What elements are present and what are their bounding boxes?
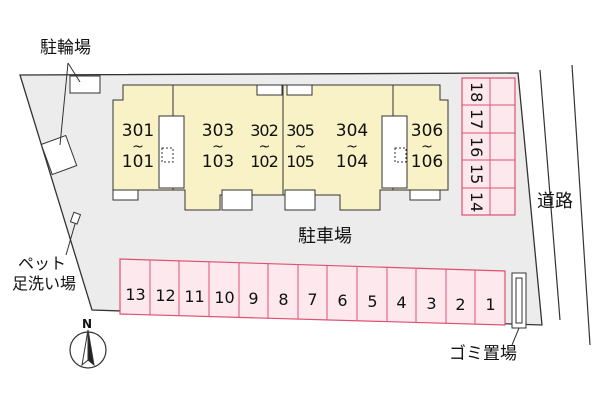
parking-space-number: 6 <box>337 291 348 310</box>
parking-space-number: 4 <box>396 293 407 312</box>
unit-label-305-105: 305 ~ 105 <box>283 123 317 171</box>
unit-lower: 106 <box>410 152 444 172</box>
unit-sep: ~ <box>421 139 433 155</box>
bicycle-shed-top <box>69 75 101 94</box>
garbage-leader <box>511 327 520 346</box>
bicycle-parking-label: 駐輪場 <box>40 38 91 58</box>
recess-left <box>158 115 185 189</box>
parking-space-number: 14 <box>467 192 486 213</box>
parking-space-number: 8 <box>278 290 289 309</box>
roof-box-1 <box>256 84 283 96</box>
compass-icon <box>69 329 107 369</box>
pet-wash-box <box>69 211 82 225</box>
unit-sep: ~ <box>212 139 224 155</box>
parking-space-number: 9 <box>248 289 259 308</box>
dash-box-left <box>161 147 174 163</box>
bicycle-leader-top <box>67 62 81 83</box>
unit-label-302-102: 302 ~ 102 <box>247 123 281 171</box>
road-line-right <box>571 64 591 346</box>
unit-upper: 301 <box>121 121 155 141</box>
parking-space-number: 16 <box>467 137 486 158</box>
bicycle-shed-side <box>40 134 78 176</box>
unit-upper: 302 <box>250 121 279 140</box>
unit-lower: 105 <box>286 152 315 171</box>
unit-sep: ~ <box>294 139 307 155</box>
garbage-label: ゴミ置場 <box>449 344 517 364</box>
parking-dividers-right <box>462 78 515 215</box>
parking-space-number: 5 <box>367 292 378 311</box>
garbage-inner <box>515 277 523 324</box>
parking-row-bottom <box>119 258 506 326</box>
unit-upper: 303 <box>201 121 235 141</box>
unit-sep: ~ <box>346 139 358 155</box>
parking-space-number: 13 <box>125 285 146 304</box>
north-label: N <box>82 317 93 331</box>
unit-lower: 103 <box>201 152 235 172</box>
step-3 <box>284 189 316 211</box>
pet-wash-label-line2: 足洗い場 <box>12 274 77 293</box>
unit-label-301-101: 301 ~ 101 <box>116 123 160 171</box>
parking-space-number: 7 <box>307 290 318 309</box>
step-2 <box>221 189 253 211</box>
dash-box-right <box>394 147 407 163</box>
road-line-left <box>539 69 561 321</box>
step-1 <box>112 189 139 201</box>
parking-dividers-bottom <box>149 260 476 324</box>
bicycle-leader <box>59 62 69 146</box>
step-4 <box>409 189 441 201</box>
unit-lower: 101 <box>121 152 155 172</box>
unit-upper: 305 <box>286 121 315 140</box>
parking-space-number: 11 <box>184 287 205 306</box>
pet-wash-label-line1: ペット <box>18 254 67 273</box>
parking-space-number: 2 <box>455 295 466 314</box>
unit-lower: 104 <box>335 152 369 172</box>
pet-wash-leader <box>65 223 76 256</box>
unit-label-304-104: 304 ~ 104 <box>330 123 374 171</box>
roof-box-2 <box>286 84 313 96</box>
unit-sep: ~ <box>258 139 271 155</box>
parking-space-number: 17 <box>467 109 486 130</box>
unit-label-303-103: 303 ~ 103 <box>196 123 240 171</box>
road-label: 道路 <box>537 191 573 212</box>
parking-space-number: 15 <box>467 164 486 185</box>
parking-row-right <box>461 77 516 216</box>
parking-space-number: 3 <box>426 294 437 313</box>
unit-upper: 304 <box>335 121 369 141</box>
unit-upper: 306 <box>410 121 444 141</box>
parking-lot-label: 駐車場 <box>298 226 352 247</box>
parking-space-number: 1 <box>485 295 496 314</box>
parking-space-number: 18 <box>467 82 486 103</box>
unit-sep: ~ <box>132 139 144 155</box>
unit-label-306-106: 306 ~ 106 <box>405 123 449 171</box>
parking-space-number: 12 <box>155 286 176 305</box>
parking-space-number: 10 <box>214 288 235 307</box>
unit-lower: 102 <box>250 152 279 171</box>
